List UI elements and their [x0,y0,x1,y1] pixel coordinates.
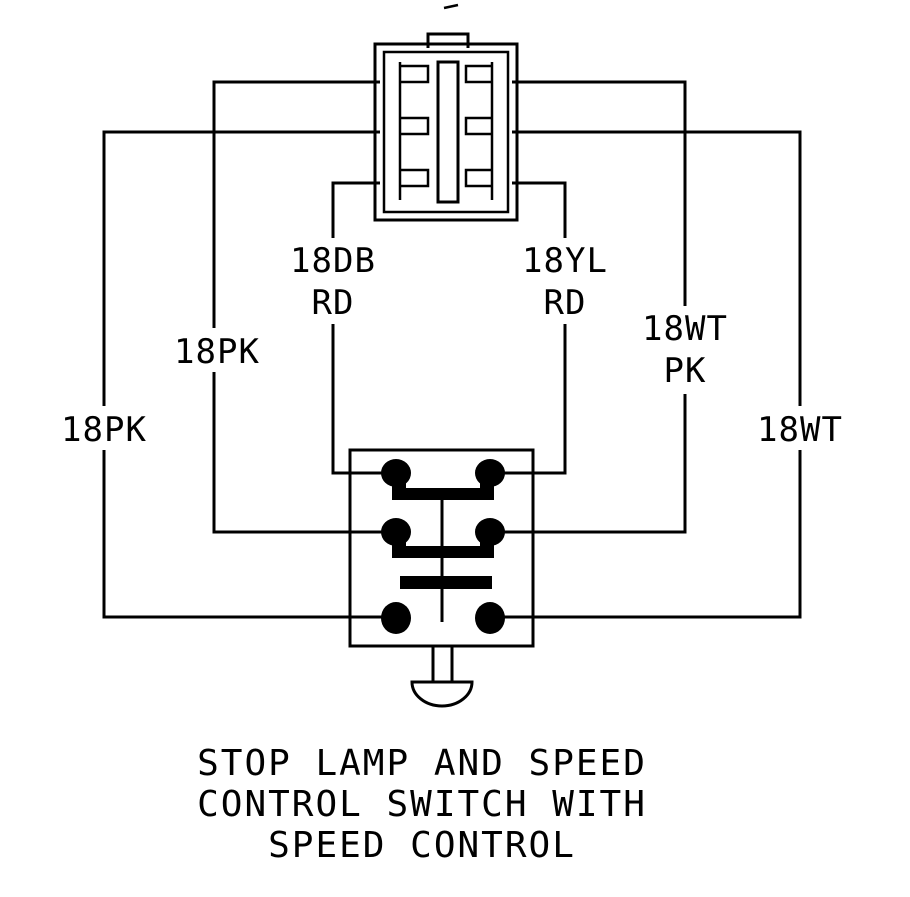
connector [373,32,519,222]
switch [348,448,535,708]
wire-outer-left [102,130,384,619]
label-outer-right: 18WT [757,410,843,450]
connector-center-post [436,60,460,204]
switch-contact-2 [475,459,505,487]
connector-terminal-left-2 [400,116,430,136]
label-bg-inner-right [636,306,736,394]
label-bg-inner-left [170,328,264,372]
wire-center-left [331,181,384,475]
caption-line-1: STOP LAMP AND SPEED [197,743,647,784]
switch-contact-bar-middle [392,532,494,558]
wire-inner-left [212,80,384,534]
connector-terminal-right-2 [464,116,492,136]
label-bg-outer-right [752,406,848,450]
label-center-right-line2: RD [544,283,587,323]
label-outer-left: 18PK [61,410,147,450]
switch-contact-3 [381,518,411,546]
connector-terminal-left-1 [400,64,430,84]
caption-line-3: SPEED CONTROL [268,825,576,866]
top-mark [443,3,459,10]
label-bg-outer-left [58,406,150,450]
switch-housing [348,448,535,648]
switch-contact-4 [475,518,505,546]
label-inner-right-line2: PK [664,351,707,391]
switch-contact-5 [381,602,411,634]
caption-line-2: CONTROL SWITCH WITH [197,784,647,825]
connector-outer-housing [373,42,519,222]
label-bg-center-right [518,238,612,324]
connector-terminal-left-3 [400,168,430,188]
switch-contact-bar-top [392,472,494,500]
switch-movable-bridge [400,576,492,589]
label-center-right-line1: 18YL [522,241,608,281]
switch-contact-6 [475,602,505,634]
label-center-left-line1: 18DB [290,241,376,281]
connector-inner-housing [382,50,510,214]
switch-plunger-cap [410,680,474,708]
label-inner-right-line1: 18WT [642,309,728,349]
label-inner-left: 18PK [174,332,260,372]
label-bg-center-left [288,238,378,324]
wire-outer-right [502,130,802,619]
label-center-left-line2: RD [312,283,355,323]
connector-terminal-right-3 [464,168,492,188]
connector-latch [426,32,470,48]
wire-center-right [502,181,567,475]
switch-contact-1 [381,459,411,487]
connector-terminal-right-1 [464,64,492,84]
